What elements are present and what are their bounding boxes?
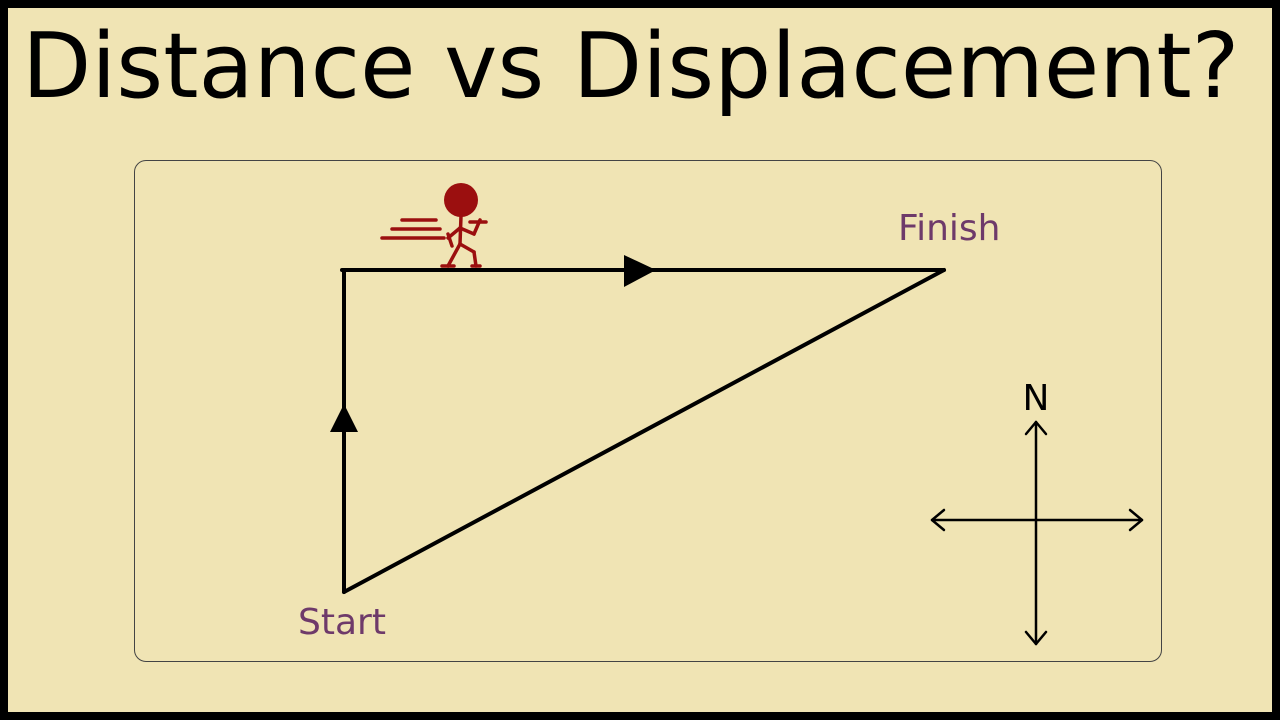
canvas: Distance vs Displacement?	[8, 8, 1272, 712]
finish-label: Finish	[898, 208, 1000, 249]
running-person-icon	[380, 183, 488, 268]
diagram-panel	[134, 160, 1162, 662]
page-title: Distance vs Displacement?	[22, 14, 1240, 119]
up-arrowhead-icon	[330, 404, 358, 432]
diagram-svg: Start Finish N	[298, 183, 1144, 646]
compass-arrows-icon	[930, 420, 1144, 646]
right-arrowhead-icon	[624, 255, 656, 287]
start-label: Start	[298, 602, 386, 643]
north-label: N	[1023, 378, 1050, 419]
displacement-line	[342, 268, 946, 594]
